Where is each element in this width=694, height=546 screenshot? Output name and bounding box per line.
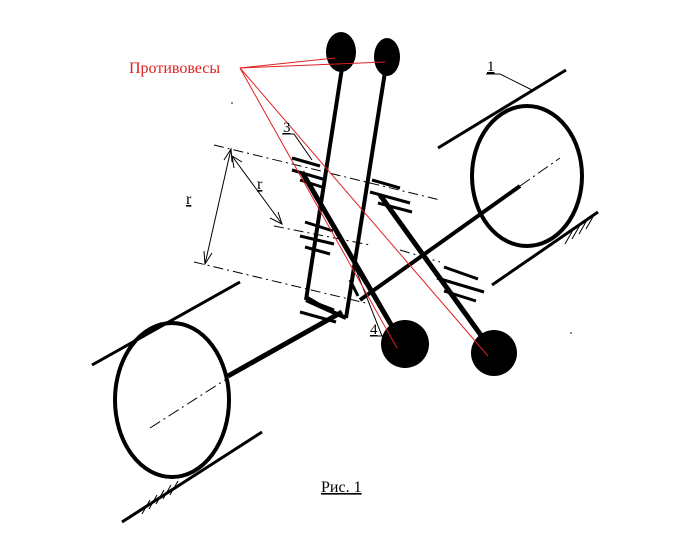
arm-right [377,193,491,347]
bearing-upper-right [369,178,413,214]
bearing-axle-center [348,267,368,297]
centerline-axle-right [399,249,441,263]
leader-item-3 [282,133,313,161]
item-4-label: 4 [370,322,378,338]
item-3-label: 3 [283,120,291,136]
left-wheel-assembly [91,280,263,524]
dimension-r-inner [231,155,283,225]
rod-right [344,71,387,319]
construction-lines [193,144,441,305]
stray-dot [570,332,572,334]
right-wheel [470,104,584,248]
counterweights-label: Противовесы [129,60,220,77]
radius-inner-label: r [257,176,263,193]
centerline-lower [193,261,371,305]
counterweight-bottom-left [381,320,429,368]
figure-caption: Рис. 1 [321,479,362,496]
counterweight-leaders [239,57,489,357]
axle-centerline-right [519,157,561,187]
bearing-frame-bottom [299,298,337,324]
counterweight-top-left [326,32,356,72]
radius-outer-label: r [186,191,192,208]
stray-dot [231,102,233,104]
right-ground-line-upper [437,68,567,150]
right-ground-hatching [564,214,595,245]
dimension-r-outer [203,147,233,266]
left-ground-line-lower [121,430,263,524]
rod-left [304,67,344,301]
left-ground-hatching [141,480,179,515]
axle-shaft-left [226,309,344,379]
counterweight-top-right [374,38,400,76]
axle [149,157,561,429]
arm-left [299,170,403,342]
left-wheel [113,321,231,479]
right-ground-line-lower [491,210,599,287]
right-wheel-assembly [437,68,599,287]
axle-shaft-middle [358,184,522,302]
leader-item-1 [486,73,533,91]
item-1-label: 1 [487,59,495,75]
axle-centerline-left [149,377,229,429]
counterweight-bottom-right [471,330,517,376]
bearing-middle-left [299,220,335,256]
bearing-axle-right [436,265,485,303]
diagonal-arms [299,170,491,347]
centerline-middle [273,225,371,246]
